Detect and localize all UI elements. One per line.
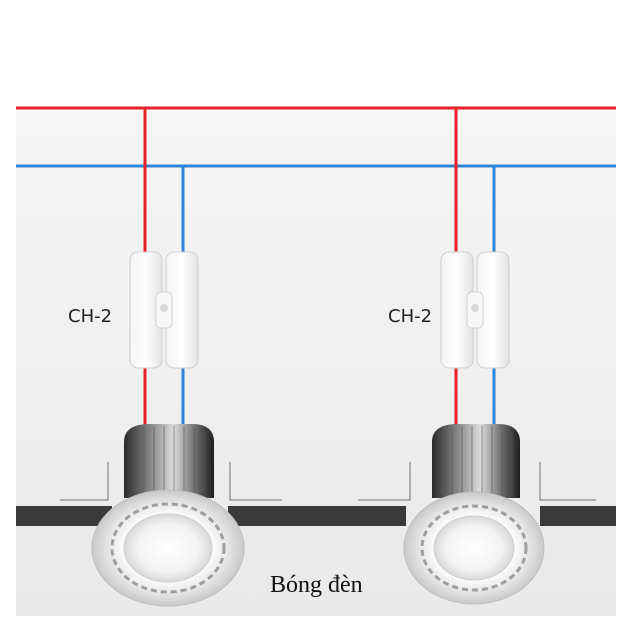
connector-left [129,251,199,369]
ceiling-bar-middle [228,506,406,526]
ceiling-bar-right [540,506,616,526]
connector-right [440,251,510,369]
downlight-right [403,424,545,605]
connector-right-label: CH-2 [388,306,432,327]
downlight-left [91,424,245,607]
connector-left-label: CH-2 [68,306,112,327]
spring-clips-right [358,462,596,501]
spring-clips-left [60,462,282,501]
ceiling-bar-left [16,506,112,526]
lamp-caption: Bóng đèn [270,572,363,598]
